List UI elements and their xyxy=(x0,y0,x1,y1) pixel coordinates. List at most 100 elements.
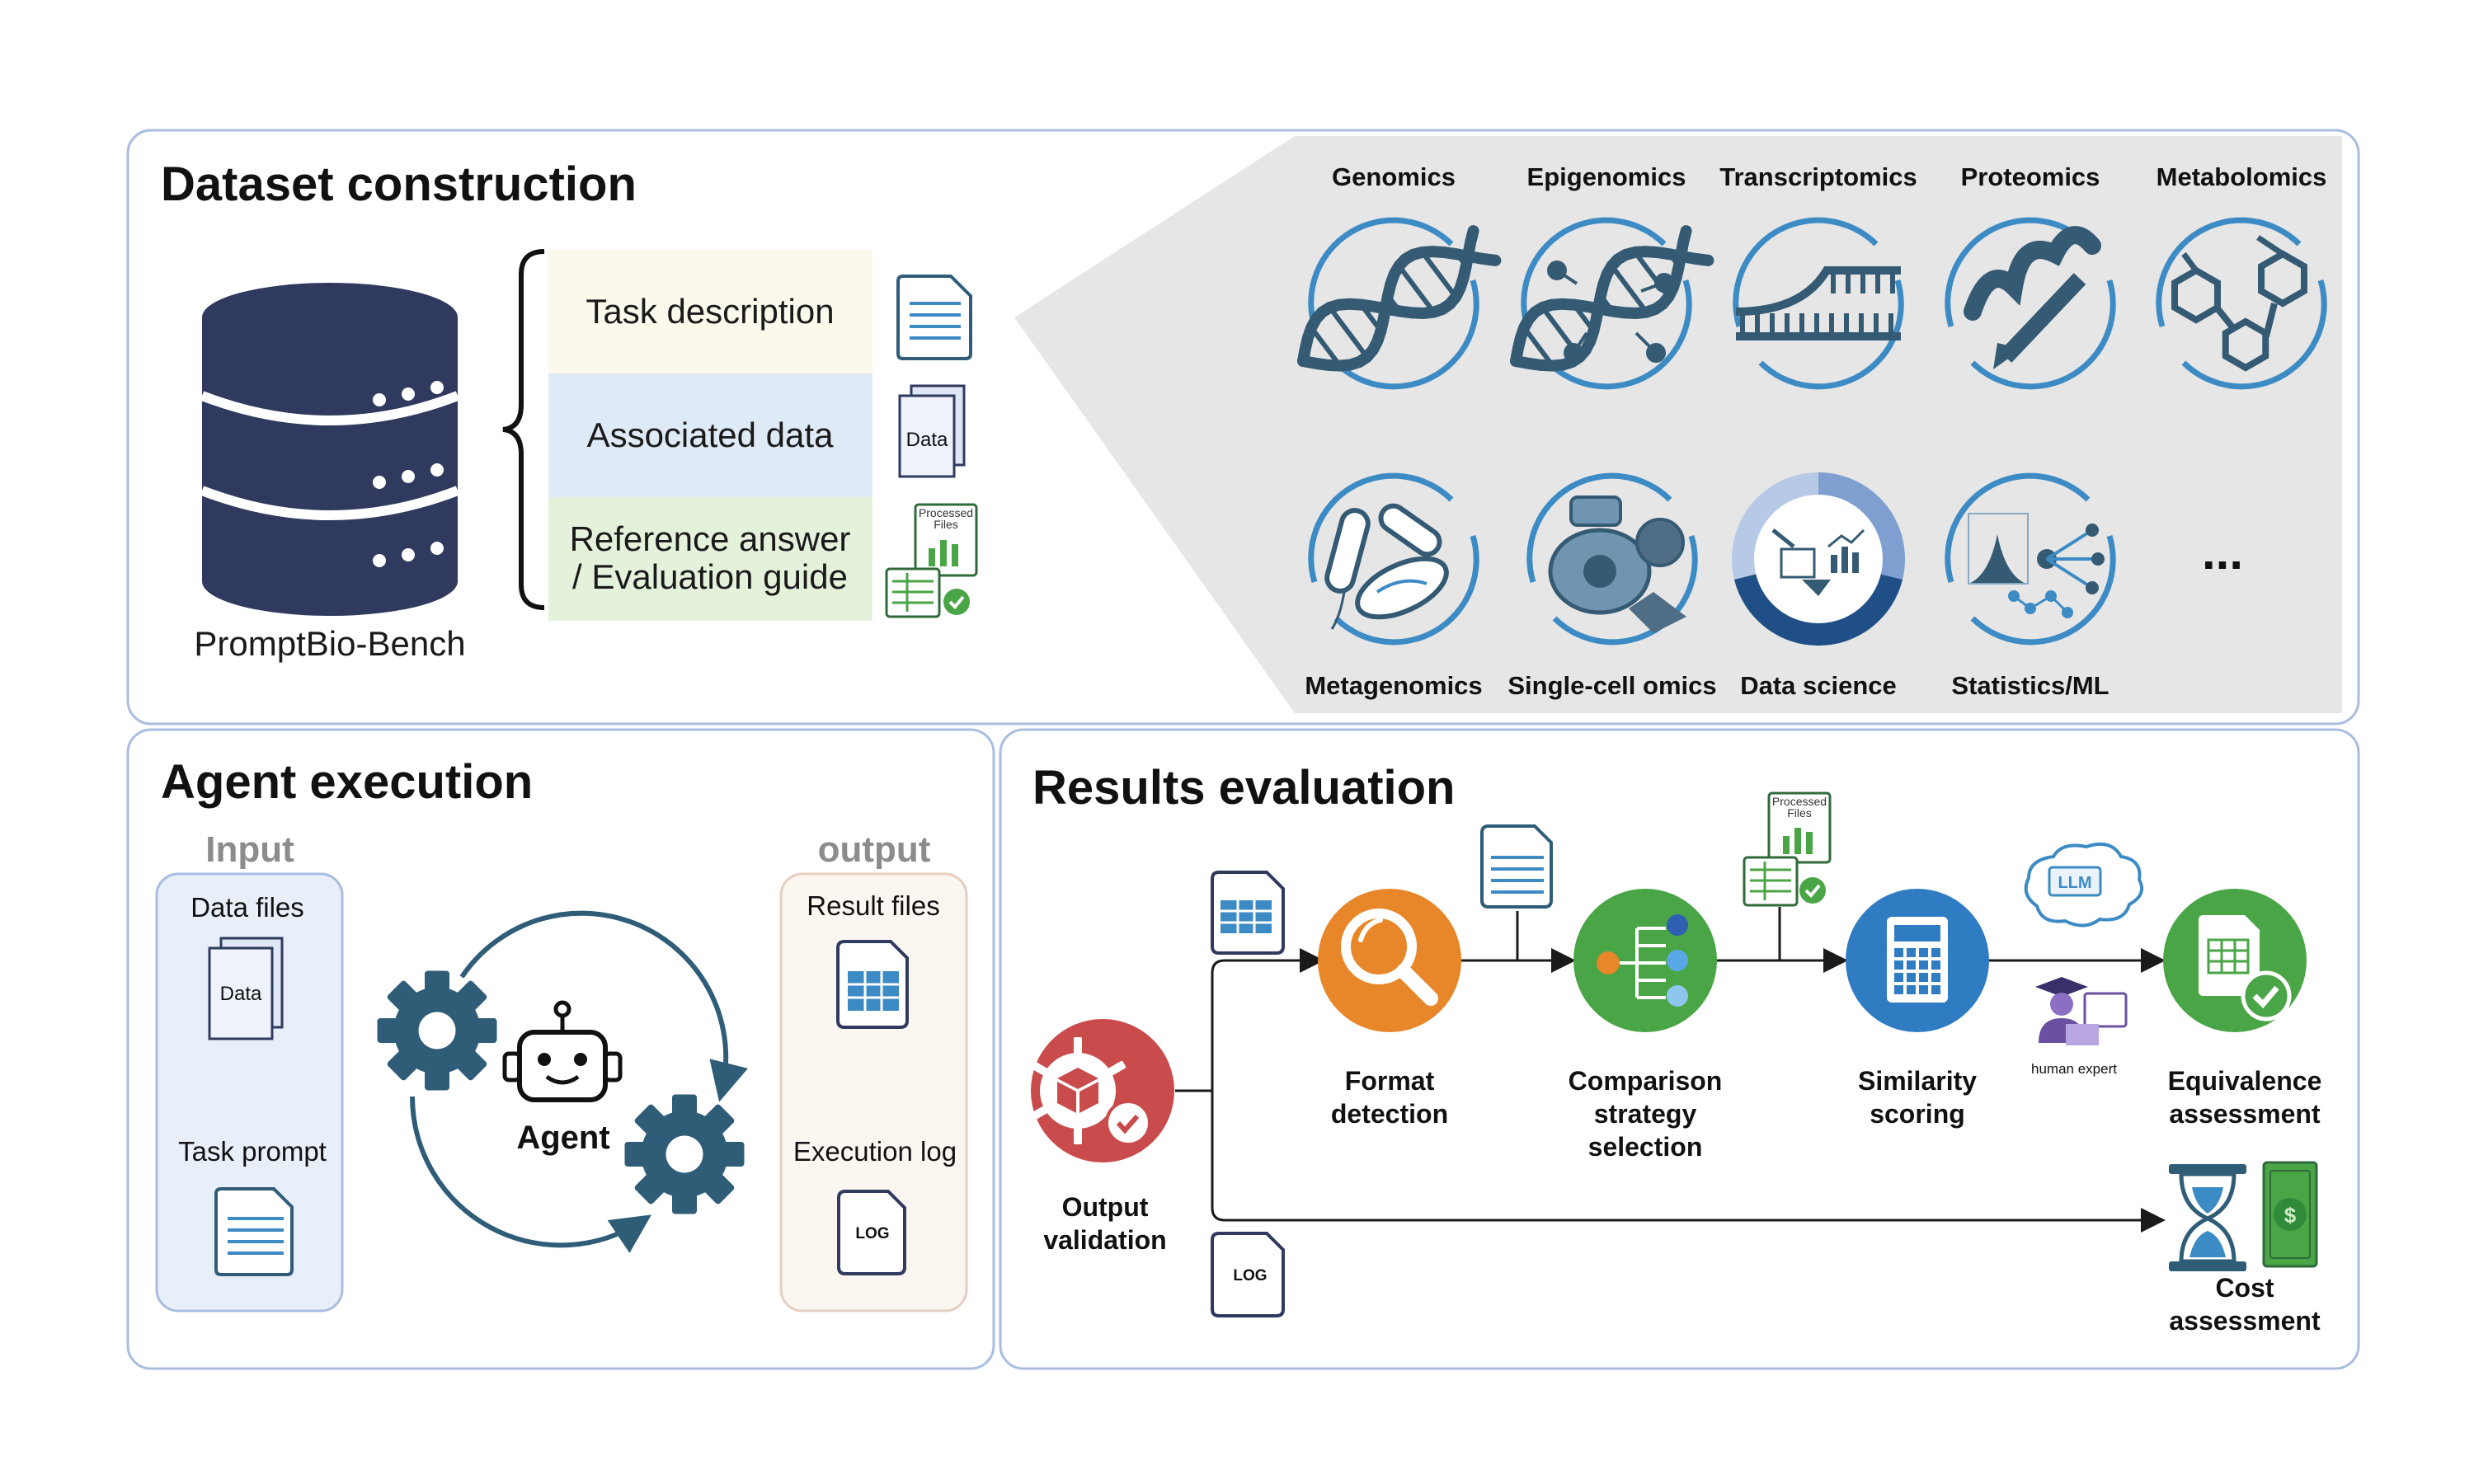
flow-connectors xyxy=(1175,907,2166,1233)
processed-text-1: Processed xyxy=(919,506,973,519)
input-data-icon: Data xyxy=(208,937,284,1040)
calculator-key xyxy=(1907,948,1916,957)
comparison-label-1: Comparison xyxy=(1569,1066,1723,1096)
category-icon-metagenomics xyxy=(1308,472,1479,646)
human-expert-icon xyxy=(2035,977,2128,1045)
category-label-epigenomics: Epigenomics xyxy=(1527,162,1686,191)
output-heading: output xyxy=(818,829,931,870)
processed-files-icon: Processed Files xyxy=(885,503,978,618)
processed-eval-text-2: Files xyxy=(1787,806,1812,819)
category-label-proteomics: Proteomics xyxy=(1961,162,2100,191)
similarity-scoring-node xyxy=(1846,889,1989,1032)
task-description-label: Task description xyxy=(586,292,834,331)
input-box xyxy=(155,872,344,1313)
category-icon-metabolomics xyxy=(2156,217,2327,390)
log-doc-icon-text: LOG xyxy=(1233,1267,1267,1284)
dataset-construction-panel: Dataset construction PromptBio-Bench Tas… xyxy=(126,129,2360,726)
calculator-key xyxy=(1907,985,1916,994)
calculator-key xyxy=(1919,973,1928,982)
format-detection-label-1: Format xyxy=(1345,1066,1435,1096)
curly-brace xyxy=(502,249,545,610)
evaluation-panel-title: Results evaluation xyxy=(1032,761,1455,815)
category-label-metabolomics: Metabolomics xyxy=(2157,162,2327,191)
task-prompt-icon xyxy=(214,1187,294,1276)
input-task-prompt-label: Task prompt xyxy=(178,1136,327,1167)
comparison-strategy-node xyxy=(1573,889,1717,1032)
equivalence-assessment-node xyxy=(2163,889,2307,1032)
llm-text: LLM xyxy=(2058,874,2091,892)
document-icon xyxy=(896,275,972,360)
equivalence-label-1: Equivalence xyxy=(2168,1066,2322,1096)
calculator-key xyxy=(1894,985,1903,994)
hourglass-icon xyxy=(2169,1164,2246,1271)
text-doc-icon xyxy=(1480,824,1553,909)
robot-icon xyxy=(502,1000,623,1102)
data-icon-text: Data xyxy=(906,429,948,451)
data-files-icon: Data xyxy=(898,384,966,478)
execution-log-icon: LOG xyxy=(837,1190,906,1275)
calculator-key xyxy=(1894,948,1903,957)
calculator-key xyxy=(1919,985,1928,994)
calculator-key xyxy=(1907,973,1916,982)
category-icons xyxy=(1297,217,2327,646)
output-validation-label-1: Output xyxy=(1062,1192,1149,1222)
flow-arrow-to-cost xyxy=(1211,1091,2166,1233)
cost-label-2: assessment xyxy=(2169,1306,2321,1336)
category-icon-transcriptomics xyxy=(1733,217,1904,390)
execution-log-icon-text: LOG xyxy=(855,1225,889,1242)
gear-icon xyxy=(377,970,497,1091)
agent-panel-title: Agent execution xyxy=(161,755,533,809)
reference-answer-label: Reference answer xyxy=(570,519,851,558)
equivalence-label-2: assessment xyxy=(2169,1099,2321,1129)
format-detection-node xyxy=(1318,889,1461,1032)
more-categories-ellipsis: ... xyxy=(2202,524,2243,580)
calculator-key xyxy=(1894,973,1903,982)
calculator-key xyxy=(1931,985,1940,994)
output-validation-label-2: validation xyxy=(1043,1225,1166,1255)
database-label: PromptBio-Bench xyxy=(194,624,465,663)
calculator-key xyxy=(1919,960,1928,970)
money-symbol: $ xyxy=(2284,1203,2297,1228)
category-label-single-cell-omics: Single-cell omics xyxy=(1507,671,1716,700)
results-evaluation-panel: Results evaluation Processed xyxy=(999,728,2360,1370)
similarity-label-1: Similarity xyxy=(1858,1066,1977,1096)
category-label-metagenomics: Metagenomics xyxy=(1305,671,1482,700)
calculator-key xyxy=(1907,960,1916,970)
category-icon-statistics-ml xyxy=(1945,472,2116,646)
calculator-key xyxy=(1931,973,1940,982)
processed-files-icon-eval: Processed Files xyxy=(1743,791,1832,907)
category-icon-genomics xyxy=(1297,217,1502,390)
database-icon xyxy=(200,283,460,616)
output-box xyxy=(779,872,968,1313)
calculator-key xyxy=(1931,948,1940,957)
output-execution-log-label: Execution log xyxy=(793,1136,957,1167)
associated-data-label: Associated data xyxy=(587,416,835,454)
llm-chip-icon: LLM xyxy=(2024,843,2143,928)
similarity-label-2: scoring xyxy=(1870,1099,1965,1129)
table-doc-icon xyxy=(1211,871,1285,955)
category-label-transcriptomics: Transcriptomics xyxy=(1719,162,1917,191)
reference-answer-box xyxy=(548,497,872,621)
input-data-icon-text: Data xyxy=(220,983,262,1005)
flow-arrow-to-format xyxy=(1211,948,1324,1091)
cost-label-1: Cost xyxy=(2215,1273,2274,1303)
log-doc-icon: LOG xyxy=(1211,1232,1285,1317)
input-data-files-label: Data files xyxy=(190,892,304,923)
comparison-label-2: strategy xyxy=(1594,1099,1697,1129)
category-label-genomics: Genomics xyxy=(1332,162,1456,191)
human-expert-text: human expert xyxy=(2031,1061,2117,1077)
format-detection-label-2: detection xyxy=(1331,1099,1448,1129)
processed-eval-text-1: Processed xyxy=(1772,795,1827,808)
evaluation-guide-label: / Evaluation guide xyxy=(572,557,848,596)
dataset-panel-title: Dataset construction xyxy=(161,157,637,211)
category-icon-proteomics xyxy=(1945,217,2116,390)
agent-execution-panel: Agent execution Input Data files Data Ta… xyxy=(126,728,995,1370)
processed-text-2: Files xyxy=(934,518,958,531)
category-label-data-science: Data science xyxy=(1740,671,1897,700)
category-label-statistics-ml: Statistics/ML xyxy=(1951,671,2109,700)
gear-icon-secondary xyxy=(624,1094,745,1214)
calculator-key xyxy=(1919,948,1928,957)
calculator-key xyxy=(1894,960,1903,970)
result-files-icon xyxy=(836,940,909,1029)
